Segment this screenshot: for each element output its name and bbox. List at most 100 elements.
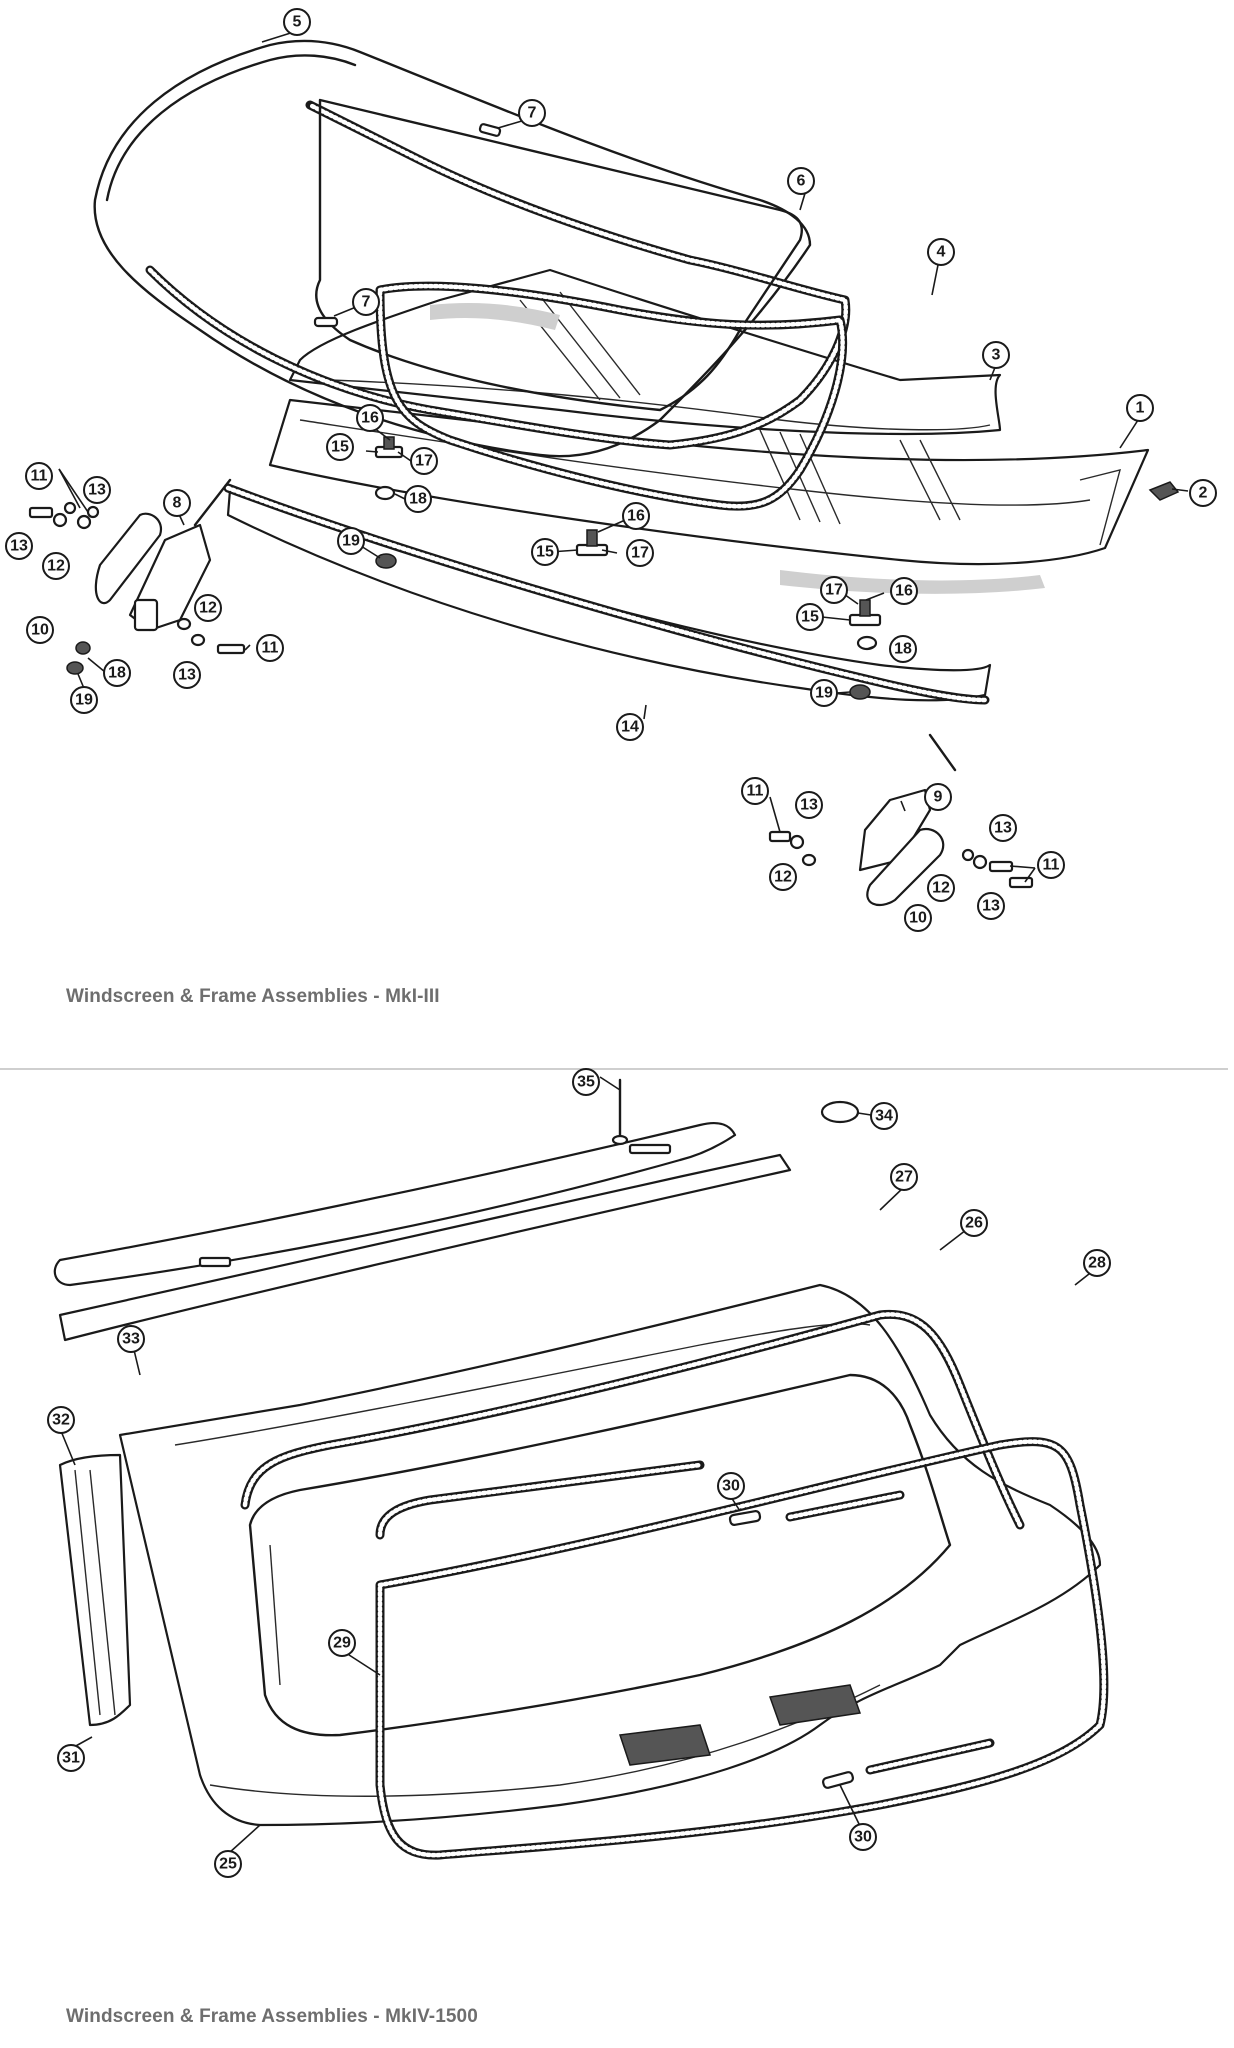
svg-text:26: 26 xyxy=(965,1215,983,1232)
callout-11-right-a: 11 xyxy=(741,777,769,805)
callout-2: 2 xyxy=(1189,479,1217,507)
callout-11-left: 11 xyxy=(25,462,53,490)
callout-6: 6 xyxy=(787,167,815,195)
hinge-right xyxy=(768,733,1034,907)
svg-text:18: 18 xyxy=(108,665,126,682)
caption-mk1-3: Windscreen & Frame Assemblies - MkI-III xyxy=(66,986,440,1007)
callout-4: 4 xyxy=(927,238,955,266)
hinge-left xyxy=(28,478,246,675)
svg-text:13: 13 xyxy=(800,797,818,814)
svg-text:32: 32 xyxy=(52,1412,70,1429)
header-33 xyxy=(53,1121,737,1287)
callout-17-mid: 17 xyxy=(626,539,654,567)
callout-15-right: 15 xyxy=(796,603,824,631)
frame-27 xyxy=(248,1373,952,1737)
svg-text:15: 15 xyxy=(331,439,349,456)
svg-text:12: 12 xyxy=(774,869,792,886)
glass-outline xyxy=(93,39,812,458)
svg-text:13: 13 xyxy=(10,538,28,555)
callout-33: 33 xyxy=(117,1325,145,1353)
callout-3: 3 xyxy=(982,341,1010,369)
caption-mk4-1500: Windscreen & Frame Assemblies - MkIV-150… xyxy=(66,2006,478,2027)
callout-16-left: 16 xyxy=(356,404,384,432)
svg-text:12: 12 xyxy=(199,600,217,617)
diagram-mk1-3: 5 7 7 6 4 3 1 2 8 9 14 11 13 13 12 10 12… xyxy=(0,0,1234,960)
svg-text:7: 7 xyxy=(362,294,371,311)
svg-text:30: 30 xyxy=(722,1478,740,1495)
callout-8: 8 xyxy=(163,489,191,517)
callout-35: 35 xyxy=(572,1068,600,1096)
callout-19-mid: 19 xyxy=(337,527,365,555)
callout-34: 34 xyxy=(870,1102,898,1130)
callout-13-right-c: 13 xyxy=(977,892,1005,920)
nut-19-right xyxy=(849,684,871,700)
svg-text:33: 33 xyxy=(122,1331,140,1348)
windscreen-frame-panel xyxy=(118,1283,1102,1827)
callout-7-lower: 7 xyxy=(352,288,380,316)
callout-10-left: 10 xyxy=(26,616,54,644)
side-pillar xyxy=(58,1453,132,1727)
svg-text:11: 11 xyxy=(1043,857,1060,874)
svg-text:15: 15 xyxy=(801,609,819,626)
svg-text:27: 27 xyxy=(895,1169,913,1186)
callout-18-mid: 18 xyxy=(404,485,432,513)
callout-25: 25 xyxy=(214,1850,242,1878)
callout-11-mid: 11 xyxy=(256,634,284,662)
svg-text:15: 15 xyxy=(536,544,554,561)
svg-text:13: 13 xyxy=(88,482,106,499)
callout-16-mid: 16 xyxy=(622,502,650,530)
svg-text:25: 25 xyxy=(219,1856,237,1873)
callout-31: 31 xyxy=(57,1744,85,1772)
svg-text:17: 17 xyxy=(825,582,843,599)
callout-10-right: 10 xyxy=(904,904,932,932)
callout-14: 14 xyxy=(616,713,644,741)
svg-text:6: 6 xyxy=(797,173,806,190)
svg-text:19: 19 xyxy=(342,533,360,550)
svg-text:30: 30 xyxy=(854,1829,872,1846)
callout-17-left: 17 xyxy=(410,447,438,475)
svg-text:10: 10 xyxy=(909,910,927,927)
svg-text:10: 10 xyxy=(31,622,49,639)
bush-7-lower xyxy=(313,316,339,328)
callout-19-right: 19 xyxy=(810,679,838,707)
callout-29: 29 xyxy=(328,1629,356,1657)
callout-18-left: 18 xyxy=(103,659,131,687)
section-divider xyxy=(0,1068,1228,1070)
svg-text:16: 16 xyxy=(627,508,645,525)
svg-text:8: 8 xyxy=(173,495,182,512)
svg-text:19: 19 xyxy=(75,692,93,709)
trim-30-bottom xyxy=(822,1771,854,1789)
clip-assembly-right xyxy=(848,599,882,651)
svg-text:34: 34 xyxy=(875,1108,893,1125)
svg-text:9: 9 xyxy=(934,789,943,806)
svg-text:18: 18 xyxy=(409,491,427,508)
callout-19-left: 19 xyxy=(70,686,98,714)
svg-text:12: 12 xyxy=(47,558,65,575)
bush-7-top xyxy=(478,123,502,137)
callout-13-mid: 13 xyxy=(173,661,201,689)
vent-left xyxy=(618,1724,712,1766)
svg-text:1: 1 xyxy=(1136,400,1145,417)
callout-5: 5 xyxy=(283,8,311,36)
svg-text:14: 14 xyxy=(621,719,639,736)
svg-text:3: 3 xyxy=(992,347,1001,364)
callout-18-right: 18 xyxy=(889,635,917,663)
svg-text:31: 31 xyxy=(62,1750,80,1767)
svg-text:16: 16 xyxy=(361,410,379,427)
svg-text:11: 11 xyxy=(747,783,764,800)
svg-text:35: 35 xyxy=(577,1074,595,1091)
callout-16-right: 16 xyxy=(890,577,918,605)
trim-30-top xyxy=(728,1510,762,1526)
clip-2 xyxy=(1148,481,1180,501)
cap-34 xyxy=(820,1100,860,1124)
callout-15-mid: 15 xyxy=(531,538,559,566)
svg-text:28: 28 xyxy=(1088,1255,1106,1272)
callout-12-mid: 12 xyxy=(194,594,222,622)
callout-13-right-b: 13 xyxy=(989,814,1017,842)
callout-1: 1 xyxy=(1126,394,1154,422)
svg-text:4: 4 xyxy=(937,244,946,261)
callout-13-right-a: 13 xyxy=(795,791,823,819)
clip-assembly-mid xyxy=(575,529,609,557)
diagram-mk4-1500: 35 34 27 26 28 33 32 30 29 31 30 25 xyxy=(0,1068,1234,2005)
exploded-view-mk1-3: 5 7 7 6 4 3 1 2 8 9 14 11 13 13 12 10 12… xyxy=(5,8,1217,932)
